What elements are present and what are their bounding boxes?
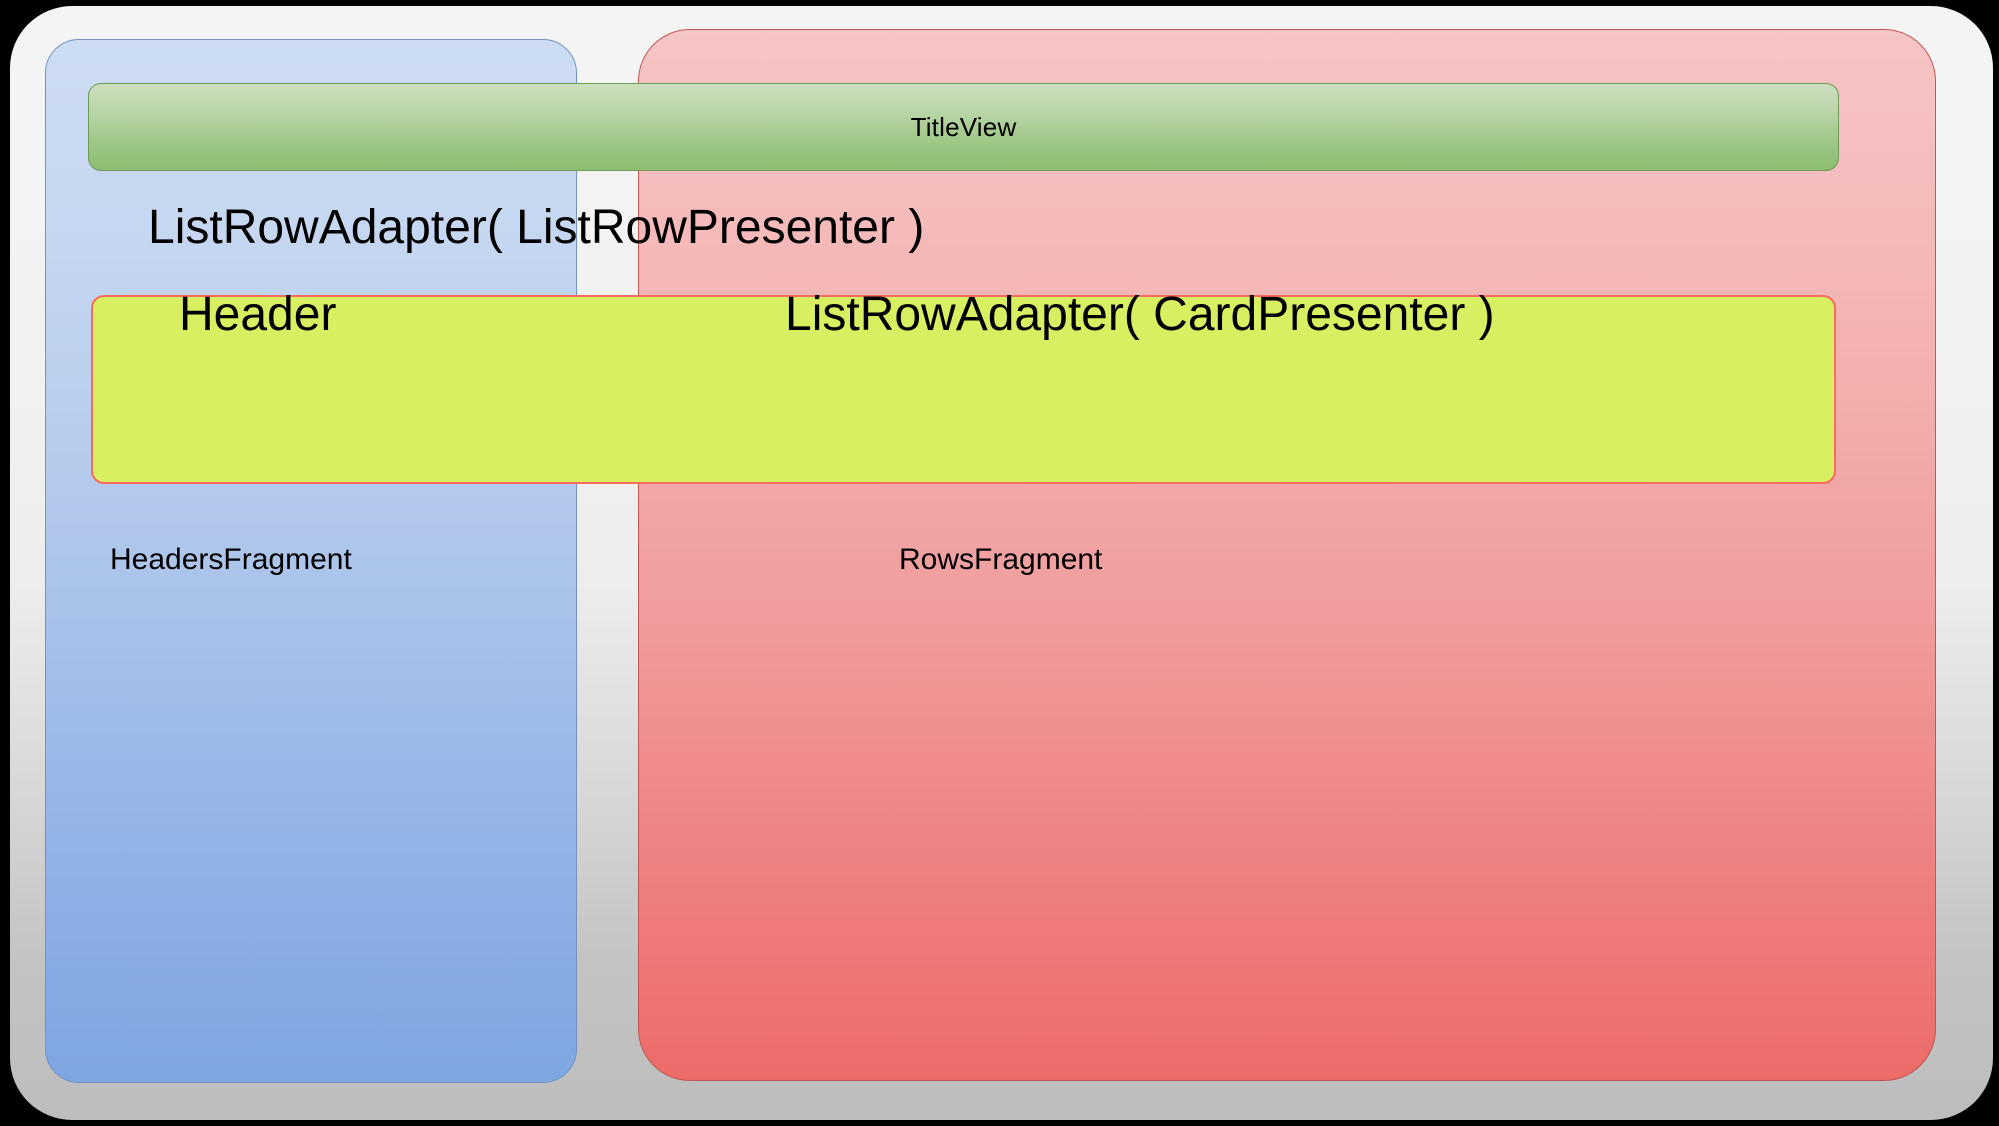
header-cell-label: Header xyxy=(179,288,337,341)
list-row-adapter-box xyxy=(91,295,1836,484)
headers-fragment-label: HeadersFragment xyxy=(110,543,352,576)
title-view-bar: TitleView xyxy=(88,83,1839,171)
rows-fragment-label: RowsFragment xyxy=(899,543,1103,576)
list-row-adapter-presenter-label: ListRowAdapter( ListRowPresenter ) xyxy=(148,201,925,254)
headers-fragment-panel xyxy=(45,39,577,1083)
title-view-label: TitleView xyxy=(910,111,1017,142)
rows-fragment-panel xyxy=(638,29,1936,1081)
card-presenter-adapter-label: ListRowAdapter( CardPresenter ) xyxy=(785,288,1495,341)
